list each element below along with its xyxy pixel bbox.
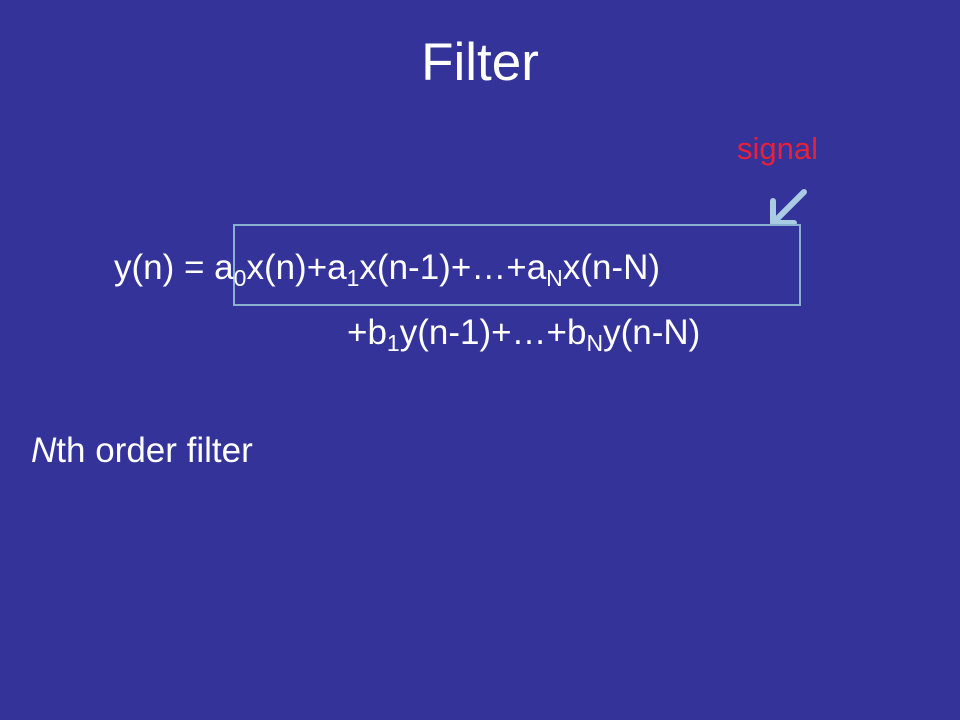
note-text: th order filter	[56, 431, 253, 470]
equation-line-1-term: a	[214, 248, 234, 287]
equation-line-1-term: x(n)+a	[246, 248, 347, 287]
equation-line-1-term: x(n-N)	[562, 248, 661, 287]
note-italic-n: N	[31, 431, 57, 470]
slide-title: Filter	[421, 33, 539, 92]
equation-line-2-term: +b	[347, 313, 387, 352]
equation-line-2-subscript: 1	[386, 329, 400, 356]
equation-line-1: y(n) = a0x(n)+a1x(n-1)+…+aNx(n-N)	[114, 247, 660, 289]
equation-line-1-subscript: N	[546, 264, 563, 291]
equation-line-1-subscript: 0	[233, 264, 247, 291]
equation-line-2-term: y(n-1)+…+b	[399, 313, 587, 352]
equation-line-2-subscript: N	[586, 329, 604, 356]
equation-line-1-term: x(n-1)+…+a	[359, 248, 547, 287]
filter-order-note: Nth order filter	[31, 430, 253, 472]
signal-label: signal	[737, 131, 818, 166]
equation-line-2: +b1y(n-1)+…+bNy(n-N)	[347, 312, 700, 354]
equation-line-2-term: y(n-N)	[603, 313, 701, 352]
equation-line-2-terms: +b1y(n-1)+…+bNy(n-N)	[347, 313, 701, 354]
equation-line-1-terms: a0x(n)+a1x(n-1)+…+aNx(n-N)	[214, 248, 661, 289]
equation-line-1-subscript: 1	[346, 264, 360, 291]
equation-lhs: y(n) =	[114, 248, 215, 287]
signal-highlight-box	[233, 224, 801, 306]
arrow-icon	[770, 189, 807, 226]
